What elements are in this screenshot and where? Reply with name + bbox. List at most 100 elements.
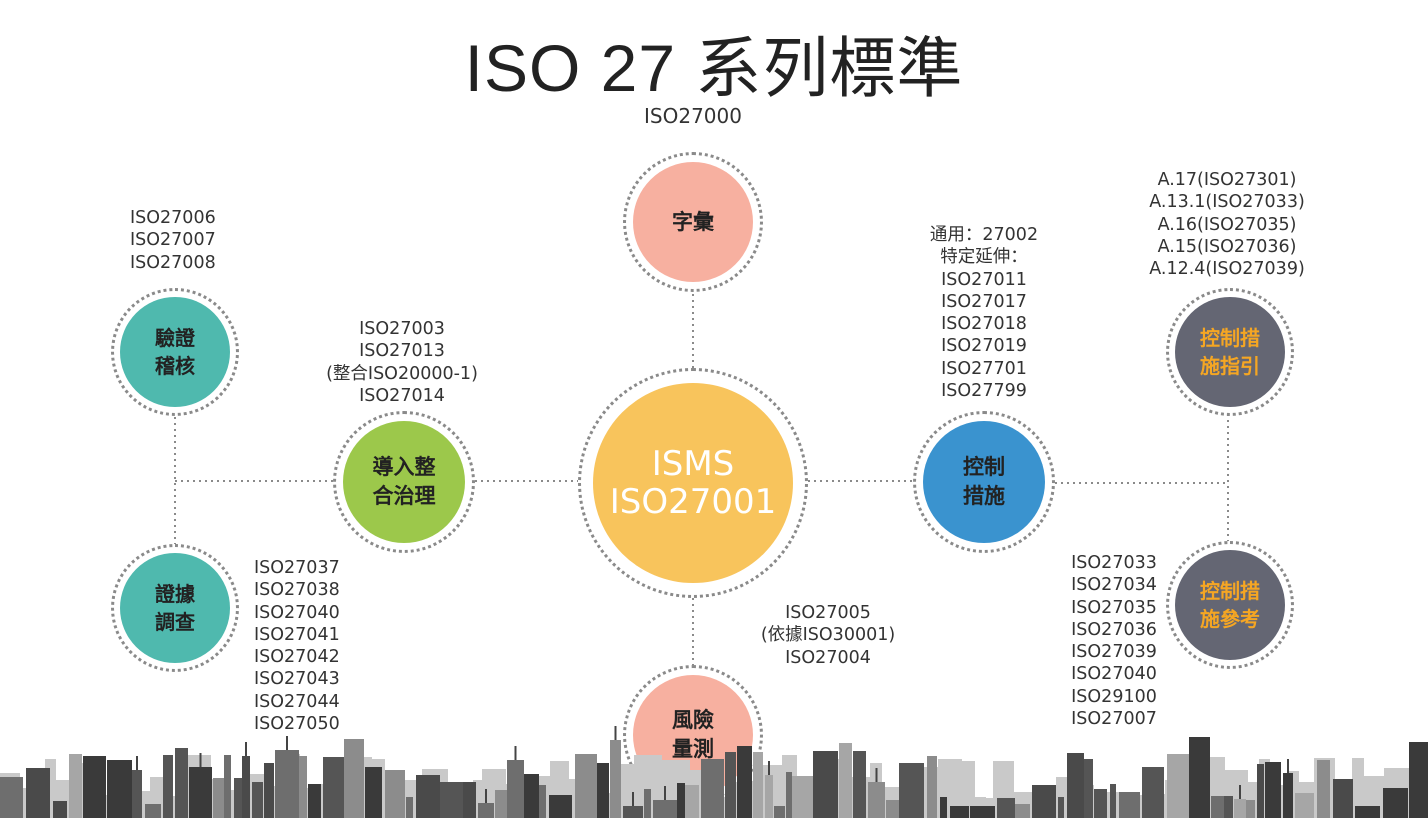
skyline-building [1058, 797, 1064, 818]
skyline-building [653, 800, 677, 818]
node-audit-line1: 驗證 [155, 326, 195, 350]
skyline-building [753, 752, 763, 818]
label-integration-3: ISO27014 [359, 385, 445, 406]
label-controls-4: ISO27018 [941, 314, 1027, 335]
label-integration-0: ISO27003 [359, 319, 445, 339]
skyline-building [539, 785, 546, 818]
label-controls: 通用：27002 特定延伸： ISO27011 ISO27017 ISO2701… [884, 224, 1084, 402]
skyline-building-back [473, 780, 484, 818]
skyline-building-back [1289, 771, 1299, 818]
label-controls-3: ISO27017 [941, 291, 1027, 312]
node-reference: 控制措 施參考 [1166, 541, 1294, 669]
skyline-spire [1287, 759, 1289, 773]
label-risk: ISO27005 (依據ISO30001) ISO27004 [728, 602, 928, 669]
skyline-building [610, 740, 621, 818]
label-reference-5: ISO27040 [1071, 664, 1157, 685]
skyline-spire [514, 746, 517, 760]
label-forensics-1: ISO27038 [254, 580, 340, 601]
skyline-building [478, 803, 494, 818]
skyline-building [1246, 800, 1255, 818]
skyline-spire [199, 753, 202, 767]
label-forensics-0: ISO27037 [254, 558, 340, 578]
node-risk-line1: 風險 [672, 708, 714, 732]
skyline-building [1224, 796, 1233, 818]
label-reference-2: ISO27035 [1071, 597, 1157, 618]
skyline-spire [1239, 785, 1241, 799]
skyline-building [997, 798, 1015, 818]
label-controls-1: 特定延伸： [940, 247, 1028, 268]
skyline-building [234, 778, 242, 818]
node-forensics: 證據 調查 [111, 544, 239, 672]
label-reference-0: ISO27033 [1071, 553, 1157, 573]
skyline-building [1067, 753, 1084, 818]
skyline-building [1409, 742, 1428, 818]
skyline-spire [286, 736, 288, 750]
label-forensics-6: ISO27044 [254, 691, 340, 712]
skyline-building [83, 756, 106, 818]
skyline-building [1015, 804, 1030, 818]
skyline-building [53, 801, 67, 818]
label-reference-4: ISO27039 [1071, 642, 1157, 663]
label-forensics-3: ISO27041 [254, 624, 340, 645]
node-forensics-line2: 調查 [155, 610, 195, 634]
skyline-building [26, 768, 50, 818]
skyline-building [385, 770, 405, 818]
node-guide-line1: 控制措 [1200, 326, 1260, 350]
label-reference-1: ISO27034 [1071, 575, 1157, 596]
label-forensics-2: ISO27040 [254, 602, 340, 623]
skyline-building [1094, 789, 1107, 818]
skyline-building-back [45, 759, 56, 818]
node-guide-line2: 施指引 [1200, 354, 1260, 378]
label-reference: ISO27033 ISO27034 ISO27035 ISO27036 ISO2… [1054, 552, 1174, 730]
skyline-building [868, 782, 885, 818]
node-guide-disc: 控制措 施指引 [1175, 297, 1285, 407]
skyline-building [765, 775, 773, 818]
label-forensics-4: ISO27042 [254, 647, 340, 668]
skyline-building-back [1352, 758, 1364, 818]
label-guide-2: A.16(ISO27035) [1157, 214, 1297, 235]
node-controls-line2: 措施 [963, 484, 1005, 508]
node-reference-line2: 施參考 [1200, 607, 1260, 631]
skyline-building [1110, 784, 1116, 818]
skyline-building [344, 739, 364, 818]
skyline-building [927, 756, 937, 818]
skyline-building [813, 751, 838, 818]
skyline-building [701, 759, 724, 818]
label-reference-7: ISO27007 [1071, 709, 1157, 730]
skyline-building-back [1259, 759, 1270, 818]
skyline-building [970, 806, 995, 818]
label-forensics: ISO27037 ISO27038 ISO27040 ISO27041 ISO2… [254, 557, 340, 735]
skyline-building [132, 770, 142, 818]
skyline-building [1265, 762, 1281, 818]
skyline-building [308, 784, 321, 818]
skyline-building [1167, 754, 1189, 818]
skyline-spire [664, 786, 666, 800]
skyline-spire [136, 756, 138, 770]
skyline-building [275, 750, 299, 818]
skyline-building [252, 782, 263, 818]
label-guide-4: A.12.4(ISO27039) [1149, 259, 1305, 280]
label-integration: ISO27003 ISO27013 (整合ISO20000-1) ISO2701… [302, 318, 502, 407]
skyline-building [786, 772, 792, 818]
diagram-title: ISO 27 系列標準 [464, 31, 964, 105]
skyline-building [163, 755, 173, 818]
label-integration-1: ISO27013 [359, 341, 445, 362]
skyline-spire [245, 742, 247, 756]
label-forensics-5: ISO27043 [254, 669, 340, 690]
skyline-building [1211, 796, 1224, 818]
skyline-building [1295, 793, 1314, 818]
label-controls-6: ISO27701 [941, 358, 1027, 379]
label-guide-3: A.15(ISO27036) [1157, 236, 1297, 257]
skyline-spire [614, 726, 617, 740]
skyline-building [886, 800, 899, 818]
skyline-spire [875, 768, 878, 782]
skyline-building [677, 783, 685, 818]
label-audit-2: ISO27008 [130, 252, 216, 273]
node-risk-line2: 量測 [672, 737, 714, 761]
label-reference-3: ISO27036 [1071, 619, 1157, 640]
label-reference-6: ISO29100 [1071, 686, 1157, 707]
node-forensics-line1: 證據 [155, 582, 195, 606]
node-vocab-disc: 字彙 [633, 162, 753, 282]
node-audit: 驗證 稽核 [111, 288, 239, 416]
